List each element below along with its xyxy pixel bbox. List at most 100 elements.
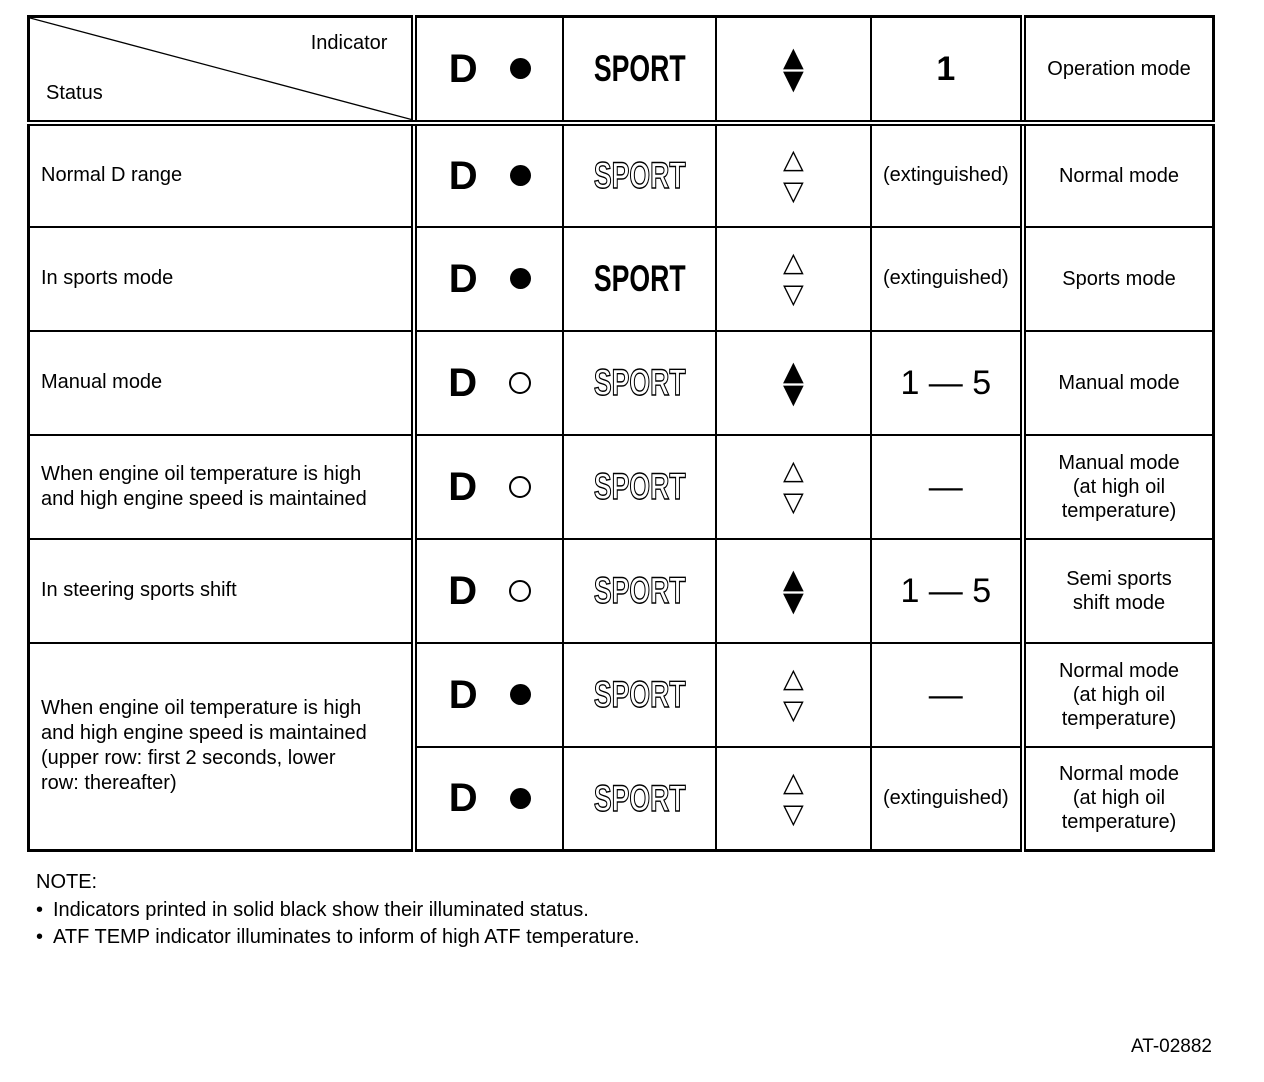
d-indicator: D bbox=[420, 672, 560, 717]
shift-arrows: ▲▼ bbox=[718, 355, 868, 410]
shift-arrows-cell: ▲▼ bbox=[715, 537, 872, 644]
shift-up-icon: ▲ bbox=[783, 355, 804, 387]
sport-indicator-cell: SPORT bbox=[561, 433, 718, 540]
sport-indicator-cell: SPORT bbox=[561, 225, 718, 332]
note-bullet-text: ATF TEMP indicator illuminates to inform… bbox=[53, 926, 640, 948]
d-indicator: D bbox=[420, 46, 560, 91]
d-indicator-dot-icon bbox=[509, 58, 531, 80]
status-cell: Normal D range bbox=[27, 121, 416, 228]
figure-id: AT-02882 bbox=[1131, 1036, 1212, 1057]
shift-arrows: △▽ bbox=[718, 249, 868, 308]
shift-up-icon: △ bbox=[783, 663, 804, 694]
d-indicator-cell: D bbox=[411, 225, 564, 332]
gear-position-label: — bbox=[928, 675, 963, 714]
shift-arrows: △▽ bbox=[718, 663, 868, 726]
table-row: D SPORT △▽ (extinguished) Normal mode (at hi… bbox=[29, 745, 1215, 852]
d-indicator-label: D bbox=[448, 672, 478, 717]
sport-indicator-label: SPORT bbox=[593, 570, 686, 611]
shift-arrows: △▽ bbox=[718, 146, 868, 207]
shift-down-icon: ▼ bbox=[783, 586, 804, 618]
shift-arrows-cell: ▲▼ bbox=[715, 15, 872, 126]
shift-down-icon: ▽ bbox=[783, 695, 804, 726]
sport-indicator-label: SPORT bbox=[593, 48, 686, 90]
sport-indicator-label: SPORT bbox=[593, 674, 686, 715]
status-cell: When engine oil temperature is high and … bbox=[27, 641, 416, 852]
status-label: When engine oil temperature is high and … bbox=[41, 462, 367, 510]
sport-indicator-label: SPORT bbox=[593, 258, 686, 299]
d-indicator: D bbox=[420, 568, 560, 613]
status-cell: When engine oil temperature is high and … bbox=[27, 433, 416, 540]
gear-position-label: (extinguished) bbox=[882, 786, 1009, 809]
d-indicator: D bbox=[420, 464, 560, 509]
sport-indicator-cell: SPORT bbox=[561, 15, 718, 126]
d-indicator-cell: D bbox=[411, 15, 564, 126]
d-indicator-cell: D bbox=[411, 433, 564, 540]
table-row: In steering sports shift D SPORT ▲▼ 1 — 5 Sem… bbox=[27, 537, 1215, 644]
status-label: In sports mode bbox=[41, 267, 174, 289]
operation-mode-label: Semi sports shift mode bbox=[1066, 567, 1172, 614]
shift-down-icon: ▽ bbox=[783, 487, 804, 518]
d-indicator-label: D bbox=[448, 464, 478, 509]
status-label: In steering sports shift bbox=[41, 579, 237, 601]
sport-indicator-label: SPORT bbox=[593, 777, 686, 819]
shift-up-icon: ▲ bbox=[783, 563, 804, 595]
sport-indicator-cell: SPORT bbox=[561, 537, 718, 644]
gear-position-cell: (extinguished) bbox=[869, 121, 1024, 228]
sport-indicator-cell: SPORT bbox=[561, 641, 718, 748]
gear-position-label: (extinguished) bbox=[882, 164, 1009, 186]
d-indicator: D bbox=[420, 256, 560, 301]
gear-position-label: (extinguished) bbox=[882, 267, 1009, 289]
shift-arrows-cell: △▽ bbox=[715, 225, 872, 332]
operation-mode-label: Manual mode (at high oil temperature) bbox=[1058, 451, 1180, 522]
note-bullet-text: Indicators printed in solid black show t… bbox=[53, 899, 589, 921]
table-row: When engine oil temperature is high and … bbox=[27, 433, 1215, 540]
operation-mode-label: Normal mode (at high oil temperature) bbox=[1058, 659, 1180, 730]
gear-position-cell: — bbox=[869, 641, 1024, 748]
shift-up-icon: △ bbox=[783, 766, 804, 798]
shift-arrows-cell: △▽ bbox=[715, 641, 872, 748]
sport-indicator-cell: SPORT bbox=[561, 121, 718, 228]
d-indicator-dot-icon bbox=[509, 475, 532, 498]
d-indicator-cell: D bbox=[411, 121, 564, 228]
shift-down-icon: ▼ bbox=[783, 64, 804, 96]
operation-mode-label: Normal mode (at high oil temperature) bbox=[1058, 763, 1180, 834]
gear-position-label: 1 — 5 bbox=[900, 363, 992, 402]
status-cell: In sports mode bbox=[27, 225, 416, 332]
operation-mode-cell: Manual mode (at high oil temperature) bbox=[1019, 433, 1215, 540]
status-label: When engine oil temperature is high and … bbox=[41, 697, 367, 795]
shift-down-icon: ▽ bbox=[783, 176, 804, 207]
d-indicator-label: D bbox=[448, 256, 478, 301]
gear-position-cell: 1 — 5 bbox=[869, 329, 1024, 436]
operation-mode-label: Operation mode bbox=[1047, 57, 1191, 80]
bullet-icon: • bbox=[36, 899, 44, 921]
shift-arrows: △▽ bbox=[718, 766, 868, 828]
d-indicator: D bbox=[420, 363, 560, 403]
gear-position-cell: (extinguished) bbox=[869, 745, 1024, 852]
status-label: Normal D range bbox=[41, 164, 183, 186]
operation-mode-cell: Semi sports shift mode bbox=[1019, 537, 1215, 644]
table-row: When engine oil temperature is high and … bbox=[27, 641, 1215, 852]
shift-down-icon: ▼ bbox=[783, 378, 804, 410]
d-indicator-cell: D bbox=[411, 641, 564, 748]
operation-mode-label: Sports mode bbox=[1062, 267, 1176, 290]
sport-indicator-cell: SPORT bbox=[561, 329, 718, 436]
sport-indicator-label: SPORT bbox=[593, 155, 686, 196]
operation-mode-label: Manual mode bbox=[1058, 371, 1180, 394]
note-bullet-line: • Indicators printed in solid black show… bbox=[36, 897, 1264, 924]
operation-mode-cell: Sports mode bbox=[1019, 225, 1215, 332]
d-indicator-label: D bbox=[448, 46, 478, 91]
table-row: In sports mode D SPORT △▽ (extinguished) Spor… bbox=[27, 225, 1215, 332]
bullet-icon: • bbox=[36, 926, 44, 948]
corner-indicator-label: Indicator bbox=[310, 32, 388, 54]
gear-position-label: 1 — 5 bbox=[900, 571, 992, 610]
gear-position-cell: (extinguished) bbox=[869, 225, 1024, 332]
d-indicator-dot-icon bbox=[509, 371, 532, 394]
d-indicator: D bbox=[420, 778, 560, 818]
d-indicator-label: D bbox=[448, 568, 478, 613]
note-bullet-line: • ATF TEMP indicator illuminates to info… bbox=[36, 924, 1264, 951]
shift-arrows-cell: △▽ bbox=[715, 433, 872, 540]
shift-arrows: ▲▼ bbox=[718, 563, 868, 618]
gear-position-cell: — bbox=[869, 433, 1024, 540]
